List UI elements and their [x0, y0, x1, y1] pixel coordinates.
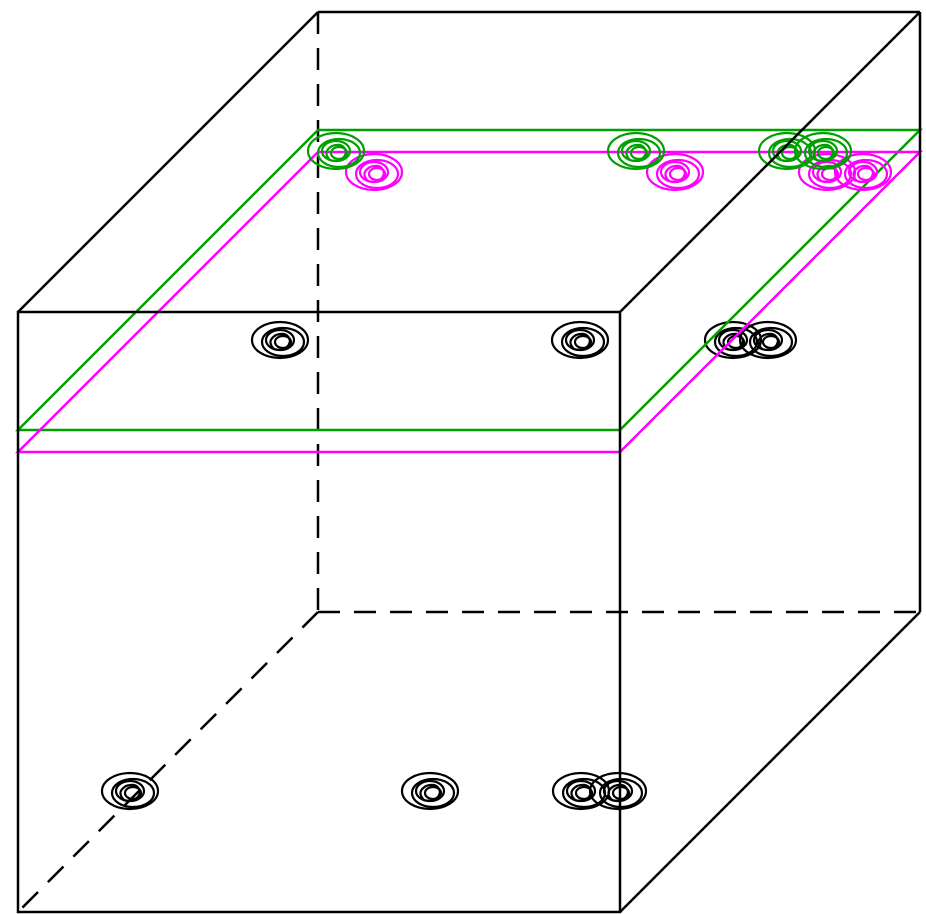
- magenta-spiral-2-ring: [645, 152, 705, 192]
- hidden-edge-bottom-diagonal: [17, 611, 319, 913]
- black-spiral-bottom-4: [588, 771, 648, 811]
- magenta-spiral-4-ring: [847, 160, 879, 184]
- green-spiral-2-ring: [616, 137, 662, 169]
- black-spiral-middle-3-ring: [703, 320, 763, 360]
- magenta-spiral-4-ring: [833, 152, 893, 192]
- black-spiral-middle-1-ring: [264, 328, 296, 352]
- black-spiral-bottom-2: [400, 771, 460, 811]
- magenta-spiral-1-ring: [344, 152, 404, 192]
- black-spiral-bottom-2-ring: [410, 777, 456, 809]
- magenta-spiral-2-curl: [664, 164, 687, 182]
- black-spiral-middle-4-ring: [738, 320, 798, 360]
- black-spiral-bottom-1-curl: [119, 783, 142, 801]
- green-spiral-3-ring: [771, 139, 803, 163]
- black-spiral-bottom-3-curl: [570, 783, 593, 801]
- green-spiral-1: [306, 131, 366, 171]
- magenta-spiral-4-ring: [843, 158, 889, 190]
- cube-edge-top-right-diag: [619, 11, 921, 313]
- magenta-plane-outline: [14, 150, 924, 454]
- black-spiral-middle-3-ring: [717, 328, 749, 352]
- magenta-spiral-1-curl: [363, 164, 386, 182]
- black-spiral-bottom-1-ring: [114, 779, 146, 803]
- green-spiral-1-ring: [316, 137, 362, 169]
- green-spiral-3-ring: [767, 137, 813, 169]
- magenta-spiral-1-ring: [354, 158, 400, 190]
- black-spiral-bottom-2-ring: [414, 779, 446, 803]
- black-spiral-bottom-2-curl: [419, 783, 442, 801]
- black-spiral-middle-2: [550, 320, 610, 360]
- black-spiral-middle-1-ring: [250, 320, 310, 360]
- green-spiral-2-ring: [606, 131, 666, 171]
- green-spiral-2: [606, 131, 666, 171]
- magenta-plane: [14, 150, 924, 454]
- black-spiral-middle-4: [738, 320, 798, 360]
- magenta-spiral-3-ring: [811, 160, 843, 184]
- black-spiral-bottom-4-curl: [607, 783, 630, 801]
- magenta-spiral-2-ring: [659, 160, 691, 184]
- green-spiral-group: [306, 131, 853, 171]
- green-spiral-1-ring: [306, 131, 366, 171]
- black-spiral-bottom-1-ring: [110, 777, 156, 809]
- black-spiral-middle-1: [250, 320, 310, 360]
- black-spiral-middle-4-ring: [752, 328, 784, 352]
- black-spiral-middle-2-ring: [560, 326, 606, 358]
- green-spiral-4-ring: [803, 137, 849, 169]
- black-spiral-bottom-2-ring: [400, 771, 460, 811]
- black-spiral-bottom-4-ring: [588, 771, 648, 811]
- green-spiral-3-curl: [776, 143, 799, 161]
- black-spiral-middle-4-ring: [748, 326, 794, 358]
- green-spiral-3: [757, 131, 817, 171]
- black-spiral-bottom-3-ring: [565, 779, 597, 803]
- black-spiral-middle-2-curl: [569, 332, 592, 350]
- magenta-spiral-2: [645, 152, 705, 192]
- green-spiral-4-ring: [807, 139, 839, 163]
- magenta-spiral-4-curl: [852, 164, 875, 182]
- black-spiral-middle-1-curl: [269, 332, 292, 350]
- cube-edge-top-left-diag: [17, 11, 319, 313]
- magenta-spiral-1-ring: [358, 160, 390, 184]
- green-spiral-1-ring: [320, 139, 352, 163]
- magenta-spiral-4: [833, 152, 893, 192]
- black-spiral-bottom-4-ring: [602, 779, 634, 803]
- black-spiral-bottom-1-ring: [100, 771, 160, 811]
- magenta-spiral-group: [344, 152, 893, 192]
- black-spiral-middle-3-ring: [713, 326, 759, 358]
- green-spiral-2-ring: [620, 139, 652, 163]
- green-spiral-1-curl: [325, 143, 348, 161]
- black-spiral-middle-2-ring: [564, 328, 596, 352]
- cube-front-face: [16, 310, 622, 914]
- black-spiral-group: [100, 320, 798, 811]
- black-spiral-bottom-3: [551, 771, 611, 811]
- black-spiral-bottom-1: [100, 771, 160, 811]
- green-spiral-4-curl: [812, 143, 835, 161]
- magenta-spiral-2-ring: [655, 158, 701, 190]
- green-spiral-4-ring: [793, 131, 853, 171]
- black-spiral-middle-4-curl: [757, 332, 780, 350]
- magenta-spiral-1: [344, 152, 404, 192]
- black-spiral-middle-2-ring: [550, 320, 610, 360]
- green-spiral-4: [793, 131, 853, 171]
- cube-visible-edges: [16, 10, 922, 914]
- cube-edge-bottom-right-diag: [619, 611, 921, 913]
- green-spiral-2-curl: [625, 143, 648, 161]
- black-spiral-middle-1-ring: [260, 326, 306, 358]
